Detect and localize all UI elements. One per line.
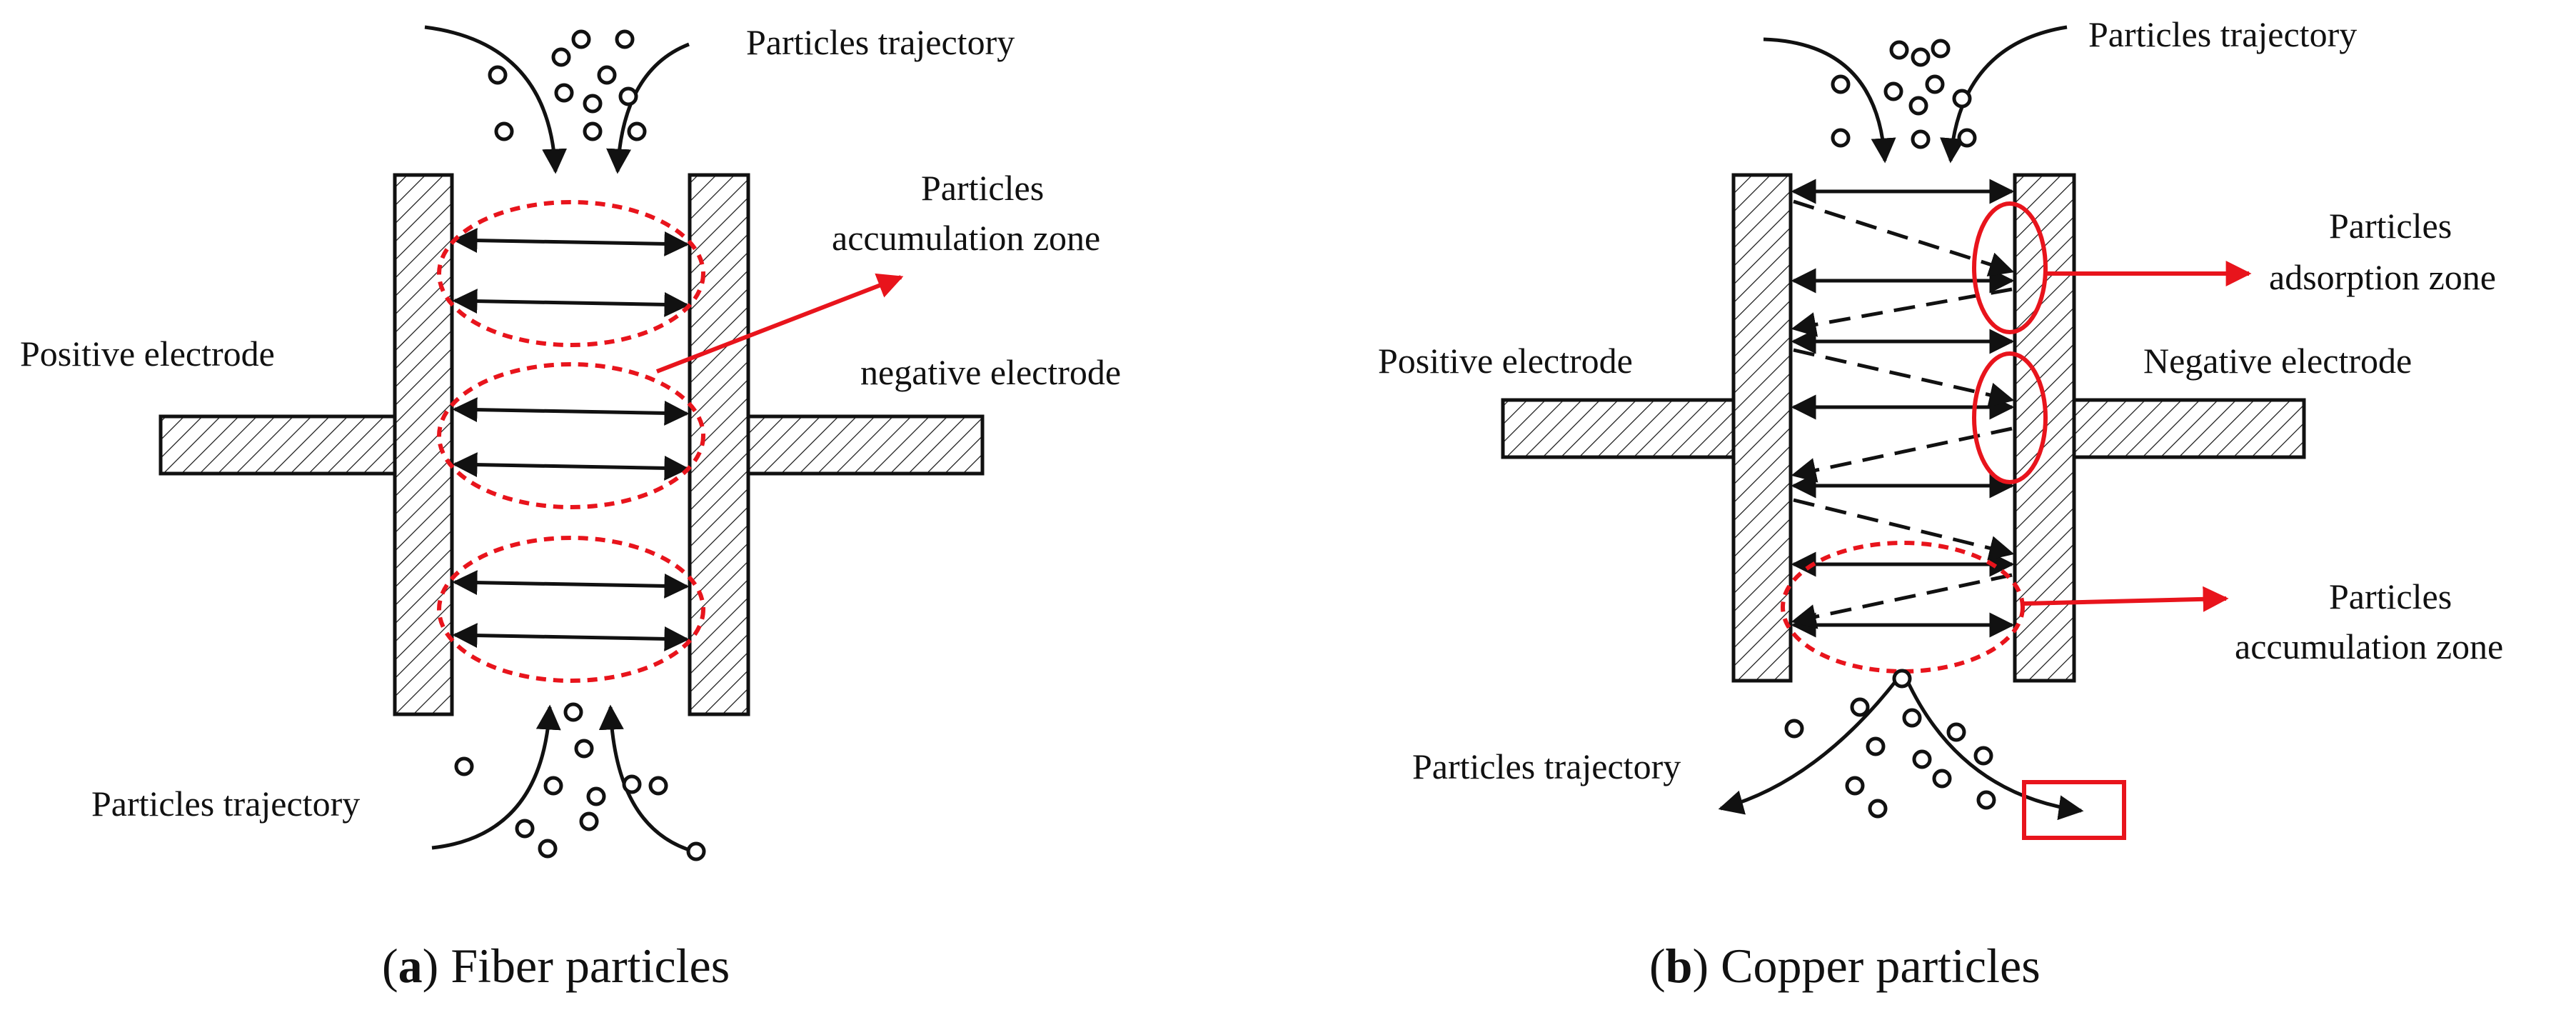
particle-trajectory-top-b <box>1763 25 2068 164</box>
caption-a-letter: a <box>398 939 423 993</box>
particles-bottom-b <box>1784 669 1996 819</box>
caption-a-text: Fiber particles <box>451 939 730 993</box>
label-accumulation-a-2: accumulation zone <box>832 218 1100 258</box>
particle-trajectory-top-a <box>424 25 690 174</box>
collection-box-b <box>2022 780 2126 840</box>
negative-electrode-plate-a <box>688 173 750 716</box>
label-positive-electrode-b: Positive electrode <box>1378 341 1633 381</box>
label-adsorption-b-2: adsorption zone <box>2269 257 2496 297</box>
adsorption-zones-b <box>1972 201 2048 484</box>
negative-electrode-rod-b <box>2072 398 2306 459</box>
caption-b-letter: b <box>1666 939 1693 993</box>
field-arrows-a <box>452 228 690 651</box>
label-trajectory-bottom-b: Particles trajectory <box>1412 746 1681 786</box>
label-positive-electrode-a: Positive electrode <box>20 334 275 374</box>
particle-trajectory-bottom-b <box>1718 677 2084 821</box>
label-accumulation-b-1: Particles <box>2329 576 2452 616</box>
label-accumulation-b-2: accumulation zone <box>2235 626 2503 666</box>
label-negative-electrode-a: negative electrode <box>860 352 1121 392</box>
accumulation-zones-a <box>437 200 705 683</box>
label-accumulation-a-1: Particles <box>921 168 1044 208</box>
label-trajectory-top-a: Particles trajectory <box>746 22 1015 62</box>
particles-top-a <box>488 29 647 141</box>
caption-b: (b) Copper particles <box>1649 939 2041 993</box>
panel-b: Particles trajectory Particles adsorptio… <box>1378 14 2503 993</box>
accumulation-pointer-arrow-b <box>2023 586 2229 612</box>
particle-trajectory-bottom-a <box>431 704 695 854</box>
negative-electrode-rod-a <box>746 414 985 476</box>
positive-electrode-rod-b <box>1501 398 1737 459</box>
positive-electrode-plate-b <box>1731 173 1793 683</box>
label-trajectory-bottom-a: Particles trajectory <box>91 784 360 824</box>
particles-top-b <box>1831 39 1977 149</box>
positive-electrode-plate-a <box>393 173 454 716</box>
accumulation-pointer-arrow-a <box>655 273 904 374</box>
label-adsorption-b-1: Particles <box>2329 206 2452 246</box>
caption-a: (a) Fiber particles <box>382 939 730 993</box>
accumulation-zone-b <box>1781 541 2025 674</box>
particles-bottom-a <box>454 702 706 861</box>
caption-b-text: Copper particles <box>1721 939 2041 993</box>
panel-a: Particles trajectory Particles accumulat… <box>20 22 1121 993</box>
label-negative-electrode-b: Negative electrode <box>2143 341 2412 381</box>
positive-electrode-rod-a <box>159 414 398 476</box>
field-arrows-b <box>1791 179 2015 638</box>
label-trajectory-top-b: Particles trajectory <box>2088 14 2357 54</box>
